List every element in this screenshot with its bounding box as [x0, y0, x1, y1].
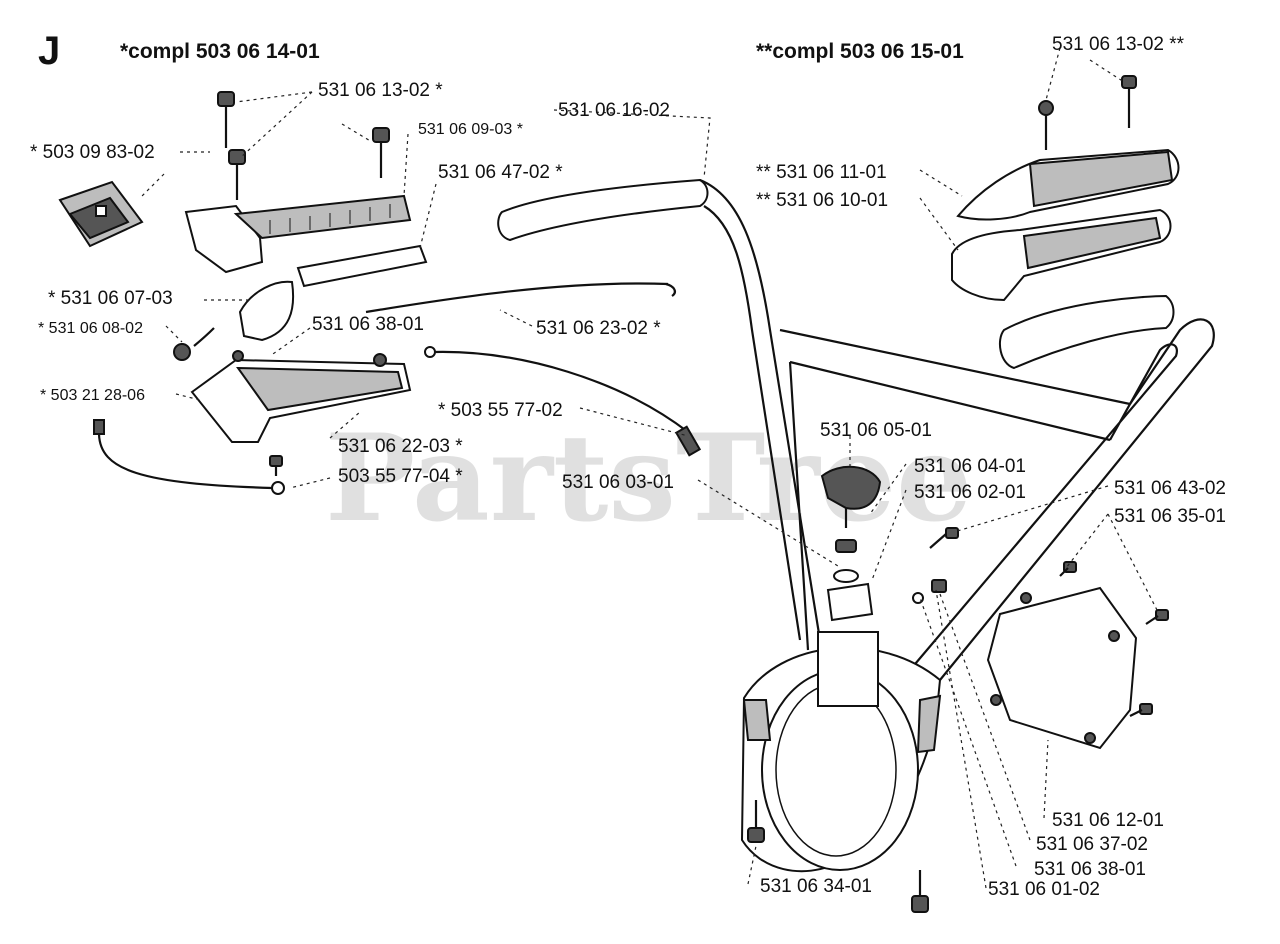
- throttle-lever-part: [296, 244, 428, 288]
- part-label: 503 55 77-04 *: [338, 466, 463, 487]
- section-letter: J: [38, 29, 60, 73]
- grip-lower-part: [951, 208, 1172, 302]
- part-label: 531 06 23-02 *: [536, 318, 661, 339]
- part-label: 531 06 03-01: [562, 472, 674, 493]
- bolt-part: [217, 91, 235, 148]
- spring-part: [173, 327, 215, 361]
- bolt-part: [747, 800, 765, 843]
- part-label: 531 06 13-02 **: [1052, 34, 1185, 55]
- part-label: * 531 06 08-02: [38, 320, 143, 337]
- stop-wire-part: [93, 419, 285, 495]
- part-label: 531 06 34-01: [760, 876, 872, 897]
- part-label: 531 06 43-02: [1114, 478, 1226, 499]
- part-label: 531 06 37-02: [1036, 834, 1148, 855]
- part-label: 531 06 12-01: [1052, 810, 1164, 831]
- bolt-part: [911, 870, 929, 913]
- part-label: * 503 09 83-02: [30, 142, 155, 163]
- part-label: * 503 21 28-06: [40, 387, 145, 404]
- leader-lines: [139, 47, 1159, 889]
- part-label: 531 06 47-02 *: [438, 162, 563, 183]
- handle-frame-part: [497, 178, 1215, 873]
- bolt-part: [372, 127, 390, 178]
- screw-part: [1145, 609, 1169, 625]
- part-label: 531 06 05-01: [820, 420, 932, 441]
- grip-tube-part: [998, 294, 1175, 370]
- part-label: * 503 55 77-02: [438, 400, 563, 421]
- part-label: 531 06 09-03 *: [418, 121, 523, 138]
- part-label: 531 06 38-01: [1034, 859, 1146, 880]
- part-label: * 531 06 07-03: [48, 288, 173, 309]
- part-label: 531 06 16-02: [558, 100, 670, 121]
- part-label: 531 06 13-02 *: [318, 80, 443, 101]
- cover-plate-part: [986, 586, 1138, 750]
- screw-part: [929, 527, 959, 549]
- screw-part: [912, 579, 947, 604]
- part-label: 531 06 22-03 *: [338, 436, 463, 457]
- part-label: ** 531 06 11-01: [756, 162, 887, 183]
- part-label: 531 06 35-01: [1114, 506, 1226, 527]
- trigger-part: [238, 280, 295, 342]
- part-label: 531 06 01-02: [988, 879, 1100, 900]
- screw-part: [269, 455, 283, 476]
- screw-part: [1129, 703, 1153, 717]
- header-compl-right: **compl 503 06 15-01: [756, 40, 964, 63]
- part-label: 531 06 38-01: [312, 314, 424, 335]
- handle-lower-part: [190, 350, 412, 443]
- header-compl-left: *compl 503 06 14-01: [120, 40, 320, 63]
- knob-part: [820, 465, 882, 622]
- part-label: 531 06 04-01: [914, 456, 1026, 477]
- throttle-cable-part: [365, 282, 676, 314]
- bolt-part: [1121, 75, 1137, 128]
- bolt-part: [1038, 100, 1054, 150]
- part-label: ** 531 06 10-01: [756, 190, 888, 211]
- screw-part: [1059, 561, 1077, 577]
- handle-upper-part: [184, 194, 412, 274]
- bolt-part: [228, 149, 246, 200]
- grip-upper-part: [956, 148, 1180, 221]
- part-label: 531 06 02-01: [914, 482, 1026, 503]
- switch-block-part: [58, 180, 144, 248]
